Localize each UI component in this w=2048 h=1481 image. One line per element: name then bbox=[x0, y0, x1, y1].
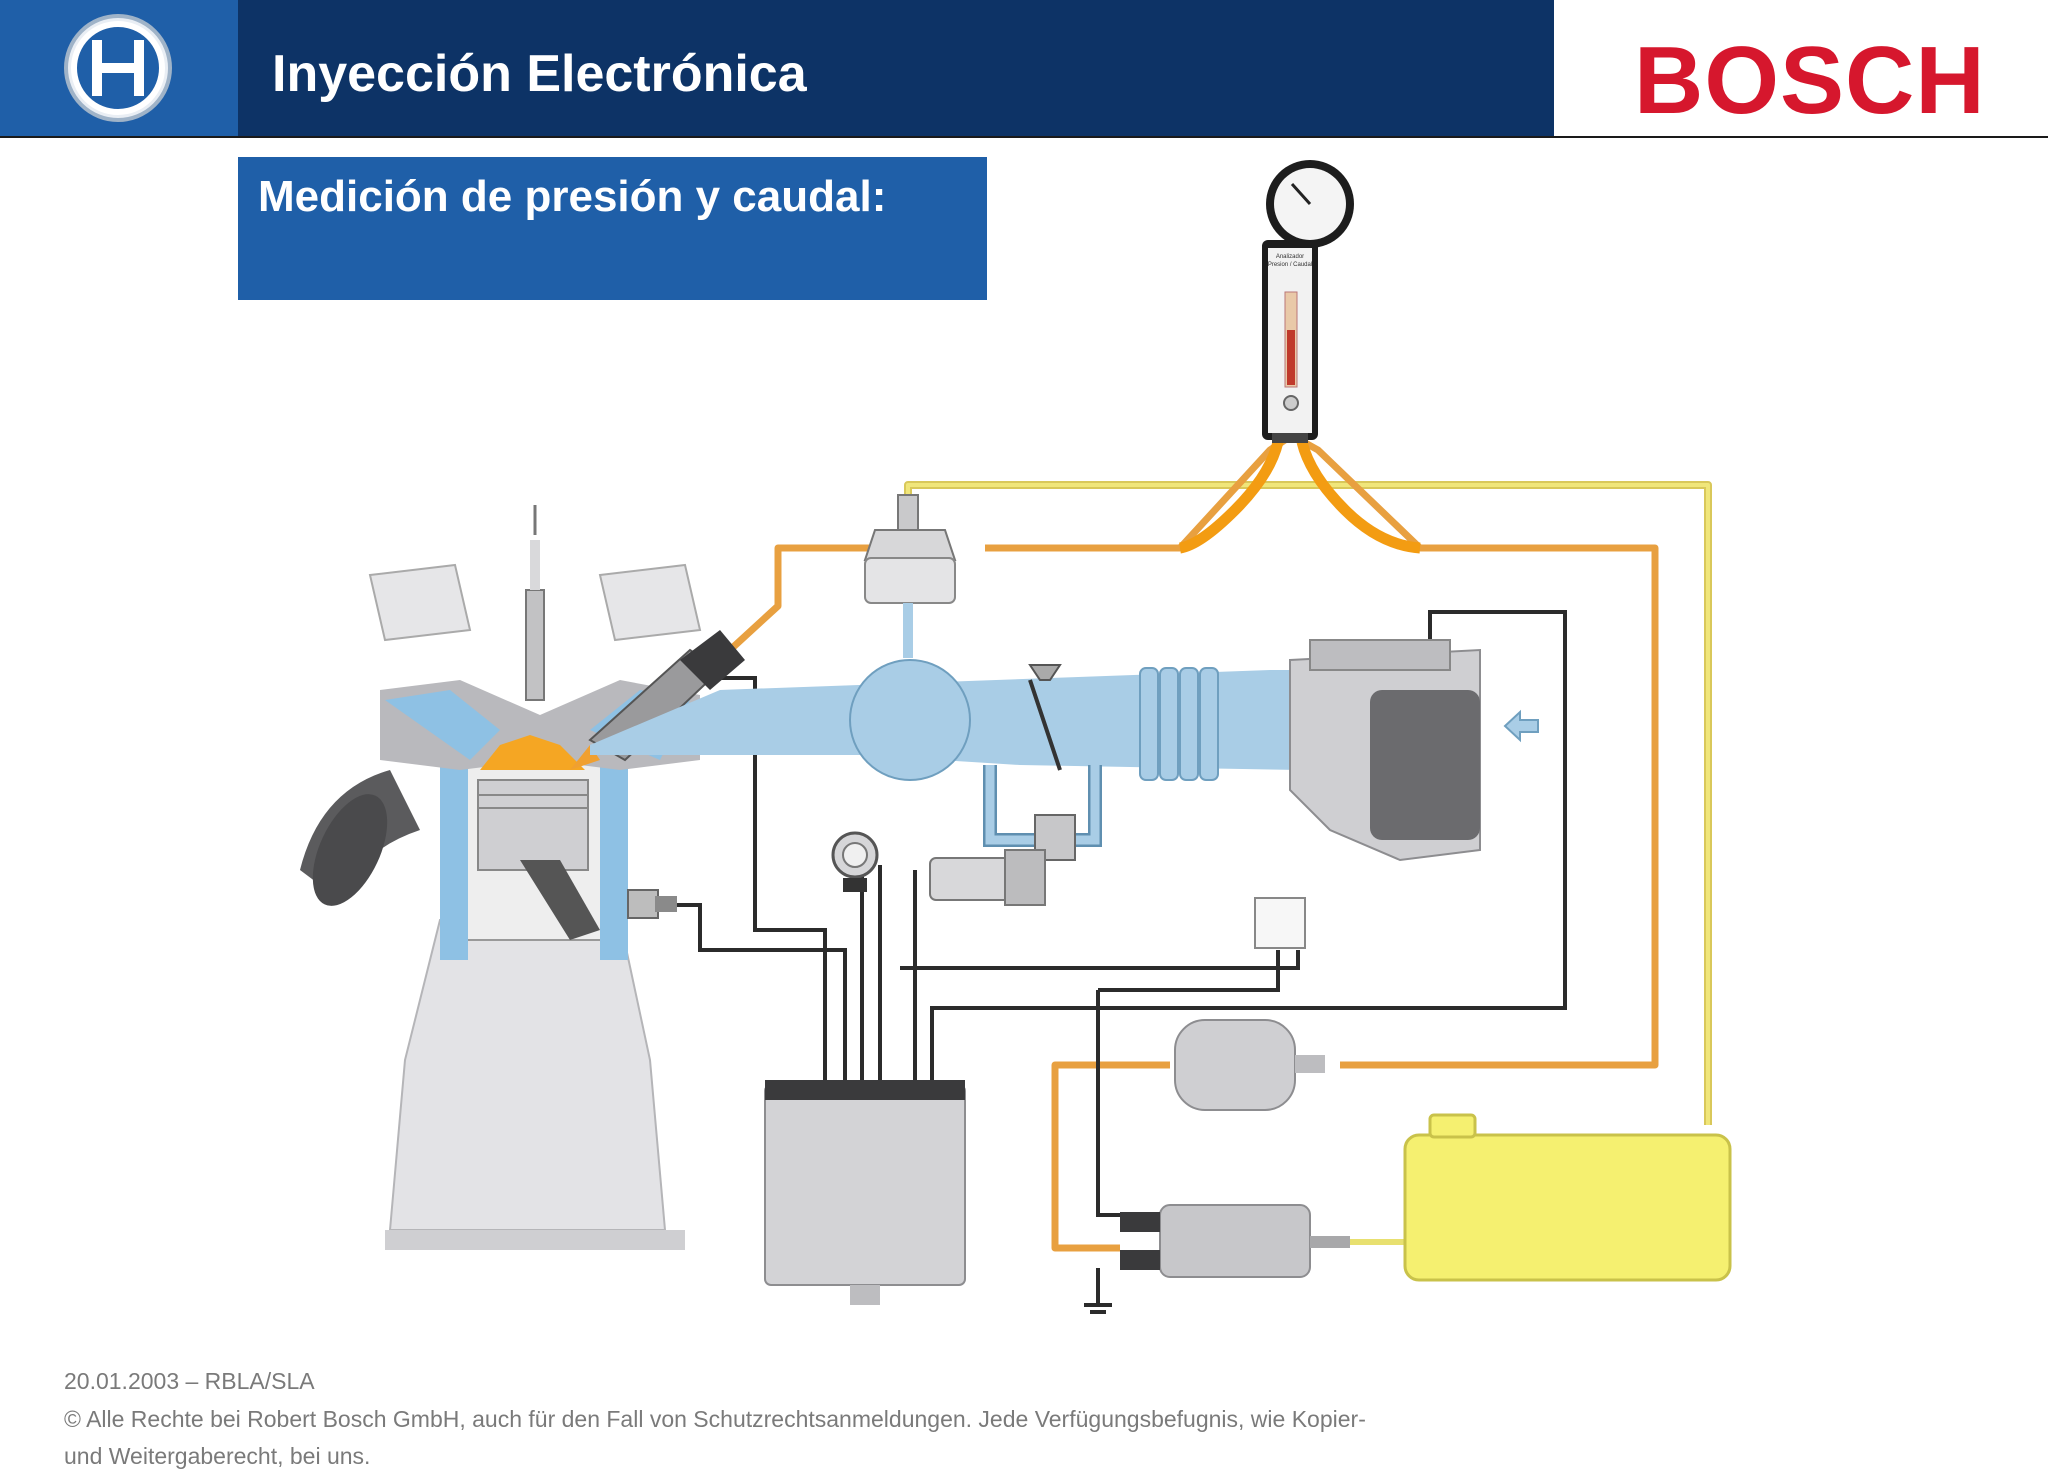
engine-cylinder-icon bbox=[300, 563, 702, 1250]
pressure-flow-gauge-icon bbox=[1262, 160, 1354, 443]
brand-logo: BOSCH bbox=[1634, 27, 1986, 134]
air-temp-sensor-icon bbox=[831, 831, 879, 892]
spark-plug-icon bbox=[525, 505, 545, 701]
fuel-feed-line bbox=[727, 436, 1659, 1252]
page-title: Inyección Electrónica bbox=[272, 45, 807, 103]
header-divider bbox=[0, 136, 2048, 138]
wiring-harness bbox=[660, 610, 1567, 1314]
fuel-pump-icon bbox=[1120, 1204, 1350, 1278]
fuel-filter-icon bbox=[1174, 1019, 1325, 1111]
throttle-valve-icon bbox=[1028, 664, 1062, 771]
gauge-label-line1: Analizador bbox=[1276, 254, 1304, 260]
footer-copyright-line2: und Weitergaberecht, bei uns. bbox=[64, 1443, 371, 1469]
header-bar: Inyección Electrónica BOSCH bbox=[0, 0, 2048, 138]
footer-date: 20.01.2003 – RBLA/SLA bbox=[64, 1368, 315, 1394]
fuel-tank-icon bbox=[1403, 1113, 1732, 1282]
air-inlet-arrow-icon bbox=[1503, 709, 1539, 743]
temperature-sensor-icon bbox=[627, 889, 677, 919]
piston-icon bbox=[477, 779, 600, 940]
throttle-switch-icon bbox=[929, 849, 1046, 906]
logo-box bbox=[0, 0, 238, 136]
relay-icon bbox=[1254, 897, 1306, 949]
subtitle-box bbox=[238, 157, 987, 300]
footer-copyright-line1: © Alle Rechte bei Robert Bosch GmbH, auc… bbox=[64, 1406, 1366, 1432]
intake-manifold-icon bbox=[590, 659, 1300, 781]
title-bar bbox=[238, 0, 1554, 136]
fuel-pressure-regulator-icon bbox=[863, 494, 957, 658]
air-flow-meter-icon bbox=[1289, 639, 1481, 862]
gauge-label-line2: Presion / Caudal bbox=[1268, 262, 1312, 268]
idle-air-valve-icon bbox=[983, 765, 1102, 861]
control-unit-icon bbox=[764, 1080, 966, 1305]
bosch-armature-icon bbox=[64, 14, 172, 122]
slide-subtitle: Medición de presión y caudal: bbox=[258, 172, 887, 221]
